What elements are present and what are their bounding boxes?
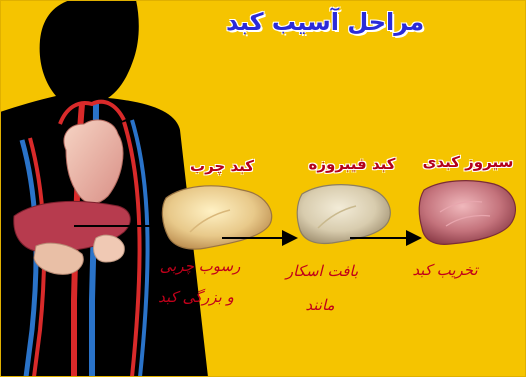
- page-title: مراحل آسیب کبد: [210, 8, 440, 36]
- stage-desc-fatty-line2: و بزرگی کبد: [142, 288, 250, 306]
- stage-label-fibrotic-liver: کبد فیبروزه: [300, 155, 404, 173]
- stage-desc-cirrhosis-line1: تخریب کبد: [400, 261, 490, 279]
- stage-desc-fatty-line1: رسوب چربی: [150, 257, 250, 275]
- stage-label-fatty-liver: کبد چرب: [182, 157, 262, 175]
- stage-desc-fibrotic-line2: مانند: [290, 296, 350, 314]
- stage-label-cirrhosis: سیروز کبدی: [420, 153, 516, 171]
- stage-desc-fibrotic-line1: بافت اسکار: [272, 262, 372, 280]
